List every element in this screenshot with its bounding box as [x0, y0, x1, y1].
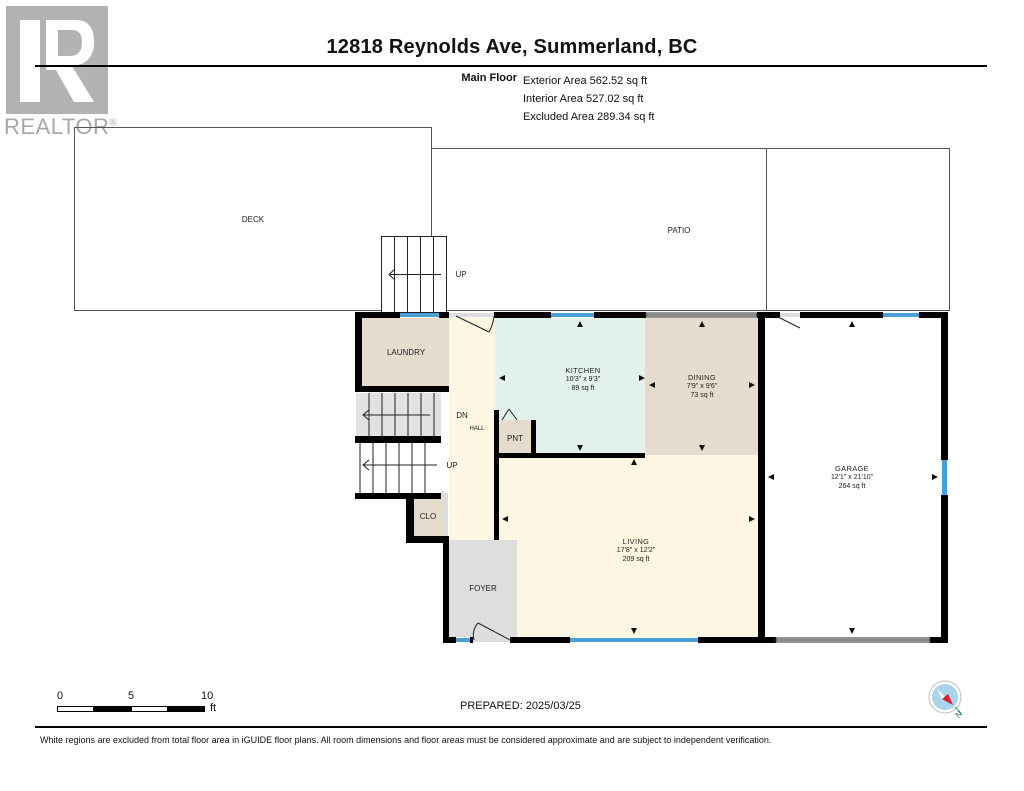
room-label-living: LIVING 17'8" x 12'2" 209 sq ft	[617, 537, 655, 564]
disclaimer: White regions are excluded from total fl…	[40, 735, 772, 745]
scale-tick-5: 5	[128, 690, 135, 702]
compass-icon	[928, 680, 962, 714]
room-label-deck: DECK	[241, 215, 265, 224]
deck-stairs-label: UP	[455, 270, 467, 279]
scale-bar	[57, 706, 205, 712]
room-label-garage: GARAGE 12'1" x 21'10" 264 sq ft	[831, 464, 873, 491]
room-label-foyer: FOYER	[469, 584, 497, 593]
area-summary: Exterior Area 562.52 sq ft Interior Area…	[523, 72, 654, 126]
room-label-kitchen: KITCHEN 10'3" x 9'3" 89 sq ft	[565, 366, 600, 393]
dining-name: DINING	[687, 373, 717, 382]
patio-outline	[431, 148, 767, 311]
kitchen-area: 89 sq ft	[571, 385, 595, 392]
dining-dims: 7'9" x 9'6"	[686, 383, 718, 390]
realtor-logo-mark	[6, 6, 108, 114]
dimension-arrows	[499, 321, 938, 634]
pantry-fill	[499, 420, 531, 453]
room-label-closet: CLO	[419, 512, 437, 521]
living-dims: 17'8" x 12'2"	[616, 547, 656, 554]
kitchen-name: KITCHEN	[565, 366, 601, 375]
title-divider	[35, 65, 987, 67]
room-label-laundry: LAUNDRY	[386, 348, 426, 357]
realtor-logo-text: REALTOR®	[4, 114, 117, 140]
up-stairs-label: UP	[446, 461, 458, 470]
garage-area: 264 sq ft	[838, 483, 866, 490]
hall-fill	[449, 318, 495, 540]
floor-name: Main Floor	[461, 72, 517, 84]
deck-stairs	[381, 236, 447, 313]
walls	[355, 312, 948, 643]
room-label-pantry: PNT	[507, 434, 523, 443]
room-label-hall: HALL	[469, 426, 485, 432]
page-title: 12818 Reynolds Ave, Summerland, BC	[326, 36, 698, 58]
laundry-fill	[362, 318, 449, 386]
r-logo-icon	[20, 20, 94, 102]
garage-patio-outline	[766, 148, 950, 311]
scale-unit: ft	[210, 702, 217, 714]
scale-tick-10: 10	[201, 690, 214, 702]
door-swings	[443, 313, 801, 642]
interior-area: Interior Area 527.02 sq ft	[523, 93, 644, 105]
interior-stairs	[359, 393, 437, 493]
dining-area: 73 sq ft	[690, 392, 714, 399]
garage-fill	[766, 318, 941, 638]
exterior-area: Exterior Area 562.52 sq ft	[523, 75, 648, 87]
garage-dims: 12'1" x 21'10"	[830, 474, 874, 481]
footer-divider	[35, 726, 987, 728]
windows	[400, 313, 947, 642]
foyer-fill	[449, 540, 517, 637]
logo-text: REALTOR	[4, 114, 110, 139]
excluded-area: Excluded Area 289.34 sq ft	[523, 111, 655, 123]
room-label-dining: DINING 7'9" x 9'6" 73 sq ft	[687, 373, 718, 400]
dining-fill	[645, 318, 758, 455]
room-label-patio: PATIO	[667, 226, 691, 235]
living-area: 209 sq ft	[622, 556, 650, 563]
down-stairs-label: DN	[456, 411, 468, 420]
sliding-doors	[645, 312, 931, 643]
living-fill	[499, 455, 758, 637]
registered-mark: ®	[109, 117, 118, 129]
garage-name: GARAGE	[835, 464, 869, 473]
living-name: LIVING	[622, 537, 650, 546]
kitchen-dims: 10'3" x 9'3"	[565, 376, 601, 383]
prepared-date: PREPARED: 2025/03/25	[460, 700, 581, 712]
scale-tick-0: 0	[57, 690, 64, 702]
